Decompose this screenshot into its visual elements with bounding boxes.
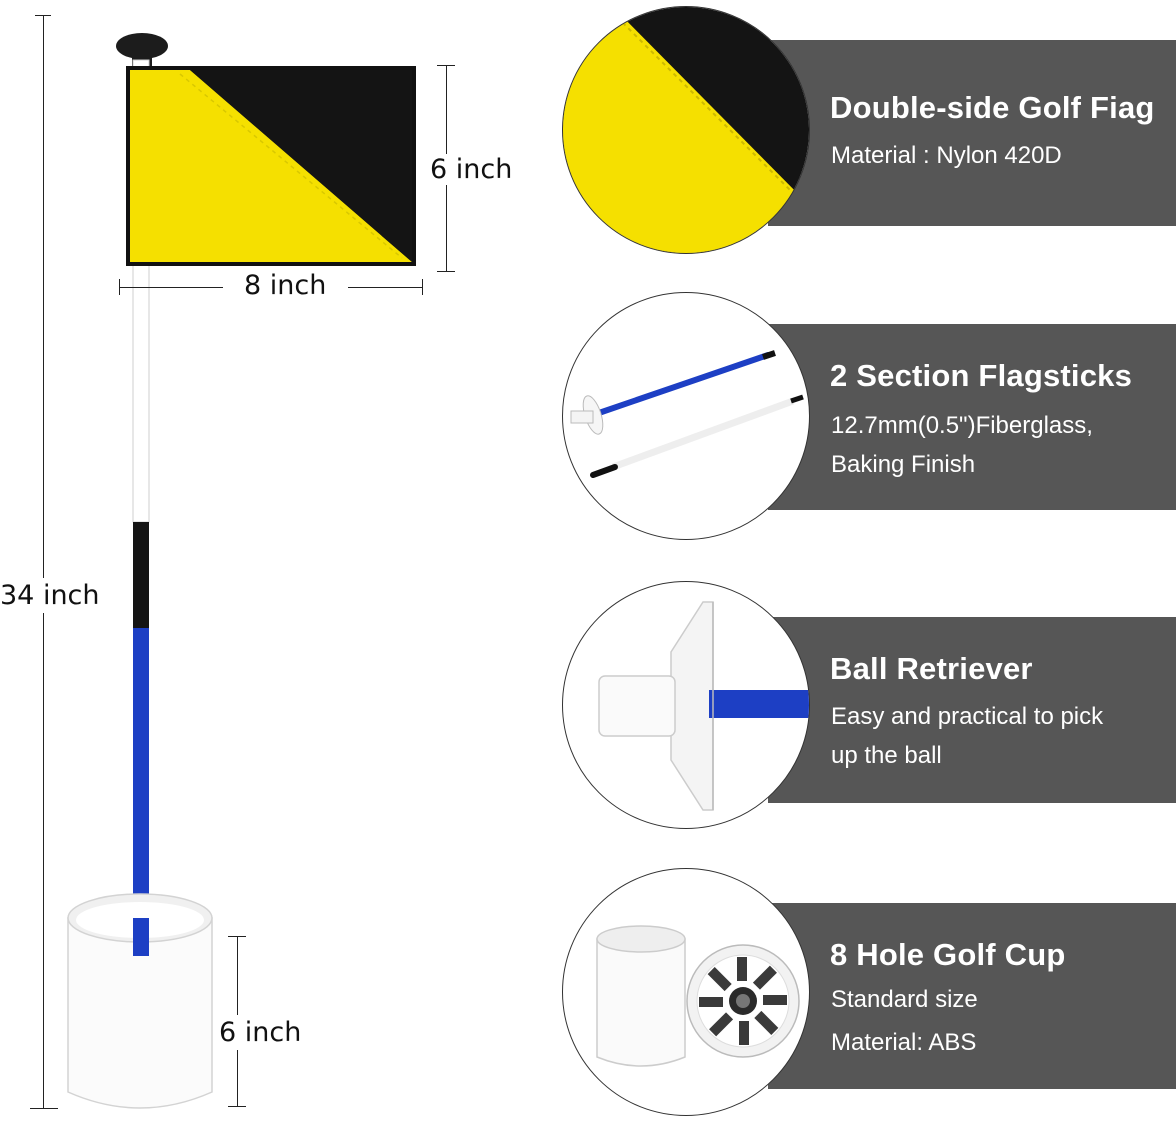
cup-height-label: 6 inch: [219, 1015, 302, 1050]
total-height-tick-bottom: [30, 1108, 58, 1109]
feature-panel-flagsticks: [768, 324, 1176, 510]
golf-cup-icon: [562, 868, 810, 1116]
feature-title-flag: Double-side Golf Fiag: [830, 90, 1155, 125]
pole-black-section: [133, 522, 149, 628]
feature-title-cup: 8 Hole Golf Cup: [830, 937, 1066, 972]
feature-panel-cup: [768, 903, 1176, 1089]
flag-width-line-right: [348, 287, 422, 288]
flag-width-tick-right: [422, 279, 423, 295]
feature-panel-flag: [768, 40, 1176, 226]
flag-height-tick-bottom: [437, 271, 455, 272]
flag-height-label: 6 inch: [428, 154, 515, 185]
feature-desc-retriever-line-1: Easy and practical to pick: [831, 703, 1104, 730]
feature-title-retriever: Ball Retriever: [830, 651, 1033, 686]
feature-desc-flagsticks-line-1: 12.7mm(0.5")Fiberglass,: [831, 412, 1093, 439]
feature-desc-flag-line-1: Material : Nylon 420D: [831, 142, 1062, 169]
flag-width-label: 8 inch: [244, 270, 327, 301]
cup-height-tick-bottom: [228, 1106, 246, 1107]
feature-desc-cup-line-1: Standard size: [831, 986, 978, 1013]
feature-desc-flagsticks-line-2: Baking Finish: [831, 451, 976, 478]
flag-height-tick-top: [437, 65, 455, 66]
total-height-tick-top: [35, 15, 51, 16]
flag-width-line-left: [119, 287, 223, 288]
feature-title-flagsticks: 2 Section Flagsticks: [830, 358, 1133, 393]
flag-closeup-icon: [562, 6, 810, 254]
ball-retriever-icon: [562, 581, 810, 829]
cup-height-tick-top: [228, 936, 246, 937]
pole-knob: [116, 33, 168, 59]
cup-body: [67, 893, 213, 1109]
flagstick-sections-icon: [562, 292, 810, 540]
pole-blue-section: [133, 628, 149, 958]
feature-desc-retriever-line-2: up the ball: [831, 742, 942, 769]
feature-panel-retriever: [768, 617, 1176, 803]
flag-width-tick-left: [119, 279, 120, 295]
golf-flag-product-illustration: [67, 33, 416, 1109]
total-height-line: [43, 15, 44, 1109]
feature-desc-cup-line-2: Material: ABS: [831, 1029, 977, 1056]
flag: [126, 66, 416, 266]
total-height-label: 34 inch: [0, 578, 100, 613]
